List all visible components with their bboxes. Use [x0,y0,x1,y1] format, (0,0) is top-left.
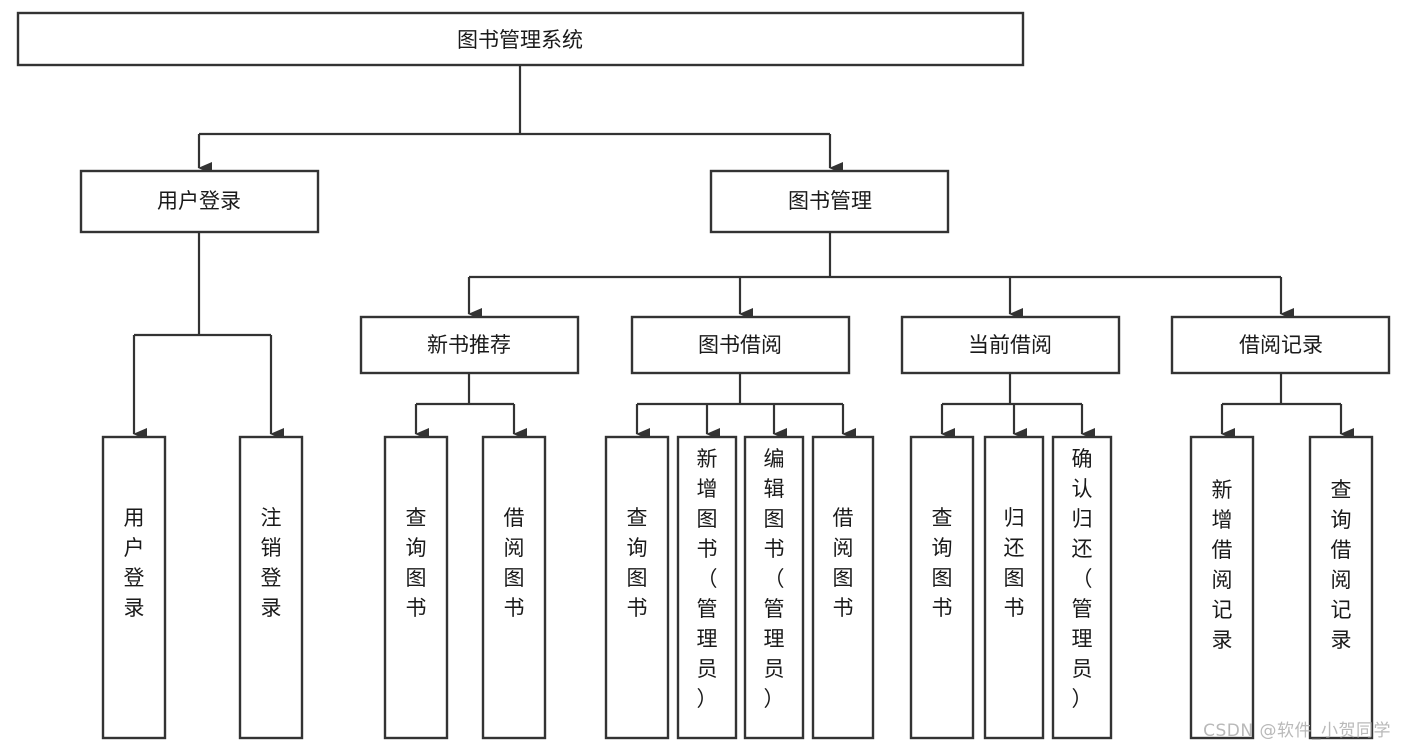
node-root[interactable]: 图书管理系统 [16,11,1025,67]
node-leaf-return-books-label: 归还图书 [1004,506,1025,620]
node-leaf-query-borrow-record-label: 查询借阅记录 [1331,478,1352,652]
node-book-borrow-box[interactable] [630,315,851,375]
node-current-borrow[interactable]: 当前借阅 [900,315,1121,375]
node-borrow-record[interactable]: 借阅记录 [1170,315,1391,375]
node-current-borrow-box[interactable] [900,315,1121,375]
node-leaf-borrow-books-2[interactable]: 借阅图书 [811,435,875,740]
node-leaf-borrow-books-2-box[interactable] [811,435,875,740]
node-book-management[interactable]: 图书管理 [709,169,950,234]
node-user-login[interactable]: 用户登录 [79,169,320,234]
node-leaf-logout-login-label: 注销登录 [261,506,282,620]
node-leaf-query-books-2-box[interactable] [604,435,670,740]
node-leaf-query-books-3[interactable]: 查询图书 [909,435,975,740]
node-leaf-query-borrow-record-box[interactable] [1308,435,1374,740]
node-borrow-record-label: 借阅记录 [1239,333,1323,357]
node-leaf-borrow-books-1-box[interactable] [481,435,547,740]
node-leaf-query-books-2[interactable]: 查询图书 [604,435,670,740]
node-leaf-add-borrow-record-box[interactable] [1189,435,1255,740]
node-leaf-query-books-1[interactable]: 查询图书 [383,435,449,740]
node-root-box[interactable] [16,11,1025,67]
node-leaf-return-books-box[interactable] [983,435,1045,740]
node-leaf-user-login-label: 用户登录 [124,506,145,620]
node-root-label: 图书管理系统 [457,28,583,52]
node-leaf-query-books-3-label: 查询图书 [932,506,953,620]
node-book-management-label: 图书管理 [788,189,872,213]
node-leaf-add-book-admin-box[interactable] [676,435,738,740]
node-leaf-edit-book-admin-box[interactable] [743,435,805,740]
node-new-book-recommend-box[interactable] [359,315,580,375]
node-leaf-borrow-books-2-label: 借阅图书 [833,506,854,620]
node-leaf-edit-book-admin[interactable]: 编辑图书（管理员） [743,435,805,740]
connectors-group [132,65,1354,440]
csdn-watermark: CSDN @软件_小贺同学 [1203,721,1391,741]
node-current-borrow-label: 当前借阅 [968,333,1052,357]
node-leaf-borrow-books-1-label: 借阅图书 [504,506,525,620]
leaf-nodes-group: 用户登录 注销登录 查询图书 借阅图书 查询图书 新增图书（管理员） [101,435,1374,740]
node-book-borrow[interactable]: 图书借阅 [630,315,851,375]
node-borrow-record-box[interactable] [1170,315,1391,375]
node-new-book-recommend[interactable]: 新书推荐 [359,315,580,375]
node-user-login-box[interactable] [79,169,320,234]
node-book-borrow-label: 图书借阅 [698,333,782,357]
node-leaf-add-book-admin[interactable]: 新增图书（管理员） [676,435,738,740]
node-book-management-box[interactable] [709,169,950,234]
node-leaf-add-book-admin-label: 新增图书（管理员） [697,447,718,711]
node-leaf-edit-book-admin-label: 编辑图书（管理员） [764,447,785,711]
node-leaf-confirm-return-admin-box[interactable] [1051,435,1113,740]
node-leaf-confirm-return-admin-label: 确认归还（管理员） [1072,447,1093,711]
node-leaf-logout-login[interactable]: 注销登录 [238,435,304,740]
node-user-login-label: 用户登录 [157,189,241,213]
node-leaf-borrow-books-1[interactable]: 借阅图书 [481,435,547,740]
node-leaf-query-books-3-box[interactable] [909,435,975,740]
node-leaf-user-login-box[interactable] [101,435,167,740]
node-leaf-user-login[interactable]: 用户登录 [101,435,167,740]
node-leaf-return-books[interactable]: 归还图书 [983,435,1045,740]
node-leaf-query-books-2-label: 查询图书 [627,506,648,620]
node-leaf-add-borrow-record[interactable]: 新增借阅记录 [1189,435,1255,740]
node-leaf-query-borrow-record[interactable]: 查询借阅记录 [1308,435,1374,740]
node-leaf-query-books-1-label: 查询图书 [406,506,427,620]
node-leaf-confirm-return-admin[interactable]: 确认归还（管理员） [1051,435,1113,740]
node-leaf-query-books-1-box[interactable] [383,435,449,740]
node-leaf-logout-login-box[interactable] [238,435,304,740]
node-new-book-recommend-label: 新书推荐 [427,333,511,357]
node-leaf-add-borrow-record-label: 新增借阅记录 [1212,478,1233,652]
